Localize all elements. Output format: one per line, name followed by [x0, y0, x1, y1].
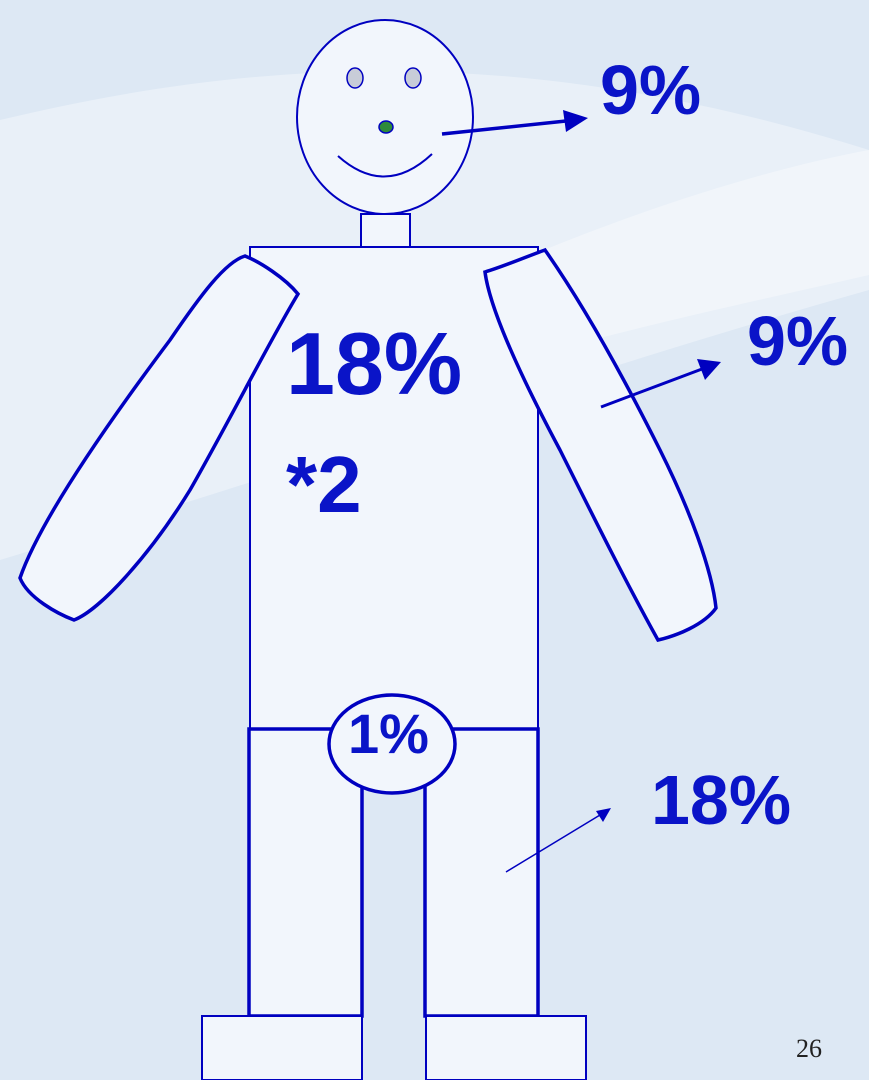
trunk-multiplier-label: *2 [286, 445, 362, 525]
left-foot [202, 1016, 362, 1080]
leg-percent-label: 18% [651, 765, 791, 835]
left-eye [347, 68, 363, 88]
right-foot [426, 1016, 586, 1080]
nose [379, 121, 393, 133]
trunk-percent-label: 18% [286, 320, 462, 408]
page-number: 26 [796, 1036, 822, 1062]
arm-percent-label: 9% [747, 306, 848, 376]
right-eye [405, 68, 421, 88]
groin-percent-label: 1% [348, 706, 429, 762]
head [297, 20, 473, 214]
neck [361, 214, 410, 247]
head-percent-label: 9% [600, 55, 701, 125]
